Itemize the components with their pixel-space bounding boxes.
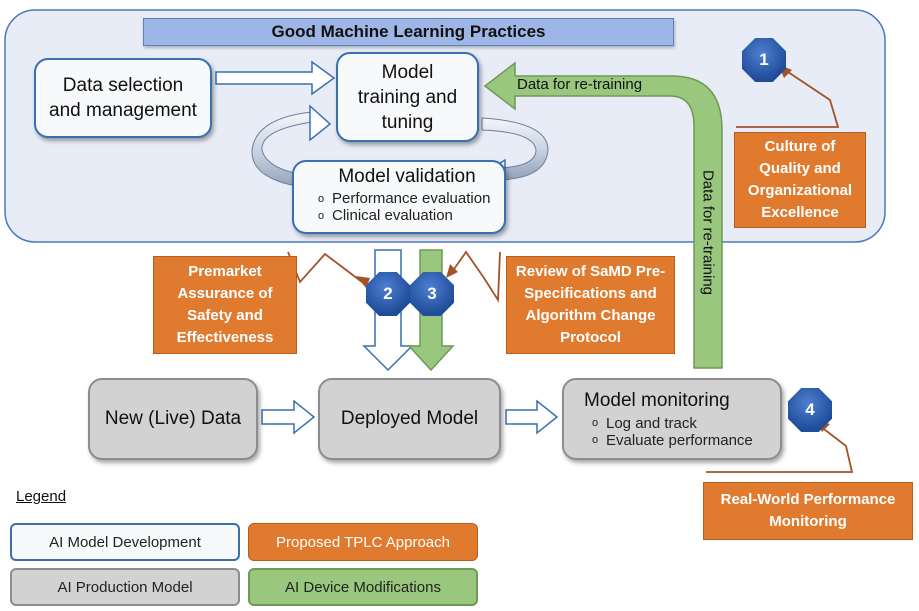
page-title-text: Good Machine Learning Practices <box>271 22 546 41</box>
new-data-box: New (Live) Data <box>88 378 258 460</box>
marker-4: 4 <box>788 388 832 432</box>
marker-1: 1 <box>742 38 786 82</box>
realworld-callout: Real-World Performance Monitoring <box>703 482 913 540</box>
marker-2: 2 <box>366 272 410 316</box>
data-selection-label: Data selection and management <box>49 75 197 121</box>
arrow-data-to-model <box>261 399 316 435</box>
marker-3: 3 <box>410 272 454 316</box>
legend-ai-device-modifications: AI Device Modifications <box>248 568 478 606</box>
culture-callout: Culture of Quality and Organizational Ex… <box>734 132 866 228</box>
model-training-box: Model training and tuning <box>336 52 479 142</box>
legend-proposed-tplc: Proposed TPLC Approach <box>248 523 478 561</box>
arrow-model-to-monitoring <box>505 399 559 435</box>
legend-ai-production-model: AI Production Model <box>10 568 240 606</box>
page-title: Good Machine Learning Practices <box>143 18 674 46</box>
review-callout: Review of SaMD Pre-Specifications and Al… <box>506 256 675 354</box>
model-training-label: Model training and tuning <box>357 61 458 133</box>
premarket-callout: Premarket Assurance of Safety and Effect… <box>153 256 297 354</box>
legend-ai-model-development: AI Model Development <box>10 523 240 561</box>
arrow-selection-to-training <box>215 60 336 96</box>
retraining-label-vertical: Data for re-training <box>699 169 717 296</box>
model-validation-title: Model validation <box>338 166 476 187</box>
retraining-arrow <box>483 61 723 369</box>
deployed-model-box: Deployed Model <box>318 378 501 460</box>
legend-title: Legend <box>16 488 67 505</box>
data-selection-box: Data selection and management <box>34 58 212 138</box>
retraining-label-horizontal: Data for re-training <box>517 76 643 93</box>
